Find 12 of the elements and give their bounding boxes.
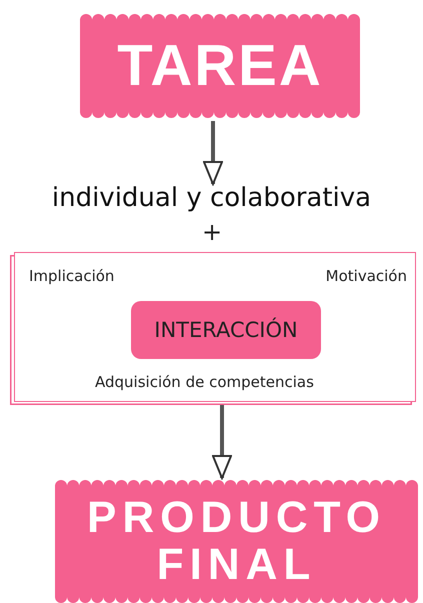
- rounded-box: INTERACCIÓN: [131, 301, 321, 359]
- scalloped-banner: [80, 14, 360, 118]
- scalloped-banner: [55, 480, 418, 603]
- text-label: Implicación: [29, 267, 114, 285]
- text-label: individual y colaborativa: [20, 180, 403, 216]
- banner-title: PRODUCTO FINAL: [86, 495, 387, 588]
- text-label: Motivación: [326, 267, 407, 285]
- arrow: [212, 405, 232, 479]
- plus-sign: +: [200, 220, 224, 244]
- text-label: Adquisición de competencias: [95, 373, 314, 391]
- arrow: [203, 121, 223, 185]
- banner-title: TAREA: [117, 36, 323, 96]
